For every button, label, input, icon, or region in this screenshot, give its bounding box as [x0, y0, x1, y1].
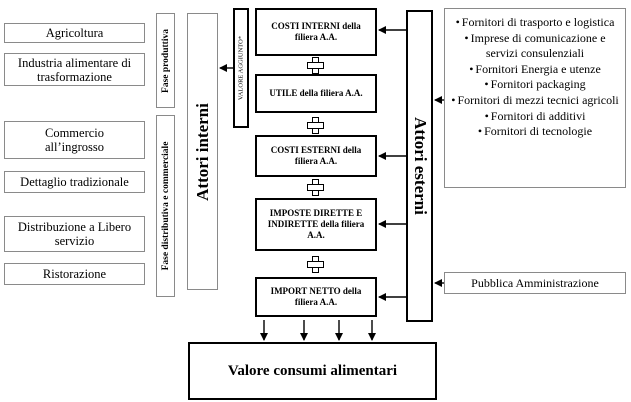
costi-interni-box: COSTI INTERNI della filiera A.A.	[255, 8, 377, 56]
distribuzione-libero-servizio-box: Distribuzione a Libero servizio	[4, 216, 145, 252]
dettaglio-tradizionale-box: Dettaglio tradizionale	[4, 171, 145, 193]
list-item: Fornitori packaging	[451, 77, 619, 93]
valore-aggiunto-box: VALORE AGGIUNTO*	[233, 8, 249, 128]
utile-label: UTILE della filiera A.A.	[269, 88, 363, 98]
list-item: Imprese di comunicazione e servizi consu…	[451, 31, 619, 62]
fase-distributiva-box: Fase distributiva e commerciale	[156, 115, 175, 297]
fornitori-box: Fornitori di trasporto e logistica Impre…	[444, 8, 626, 188]
pubblica-amministrazione-box: Pubblica Amministrazione	[444, 272, 626, 294]
ristorazione-box: Ristorazione	[4, 263, 145, 285]
plus-icon	[307, 256, 324, 273]
commercio-ingrosso-box: Commercio all’ingrosso	[4, 121, 145, 159]
list-item: Fornitori di additivi	[451, 109, 619, 125]
imposte-label: IMPOSTE DIRETTE E INDIRETTE della filier…	[267, 208, 365, 240]
list-item: Fornitori di trasporto e logistica	[451, 15, 619, 31]
fase-produttiva-box: Fase produttiva	[156, 13, 175, 108]
plus-icon	[307, 179, 324, 196]
plus-icon	[307, 57, 324, 74]
valore-consumi-box: Valore consumi alimentari	[188, 342, 437, 400]
list-item: Fornitori di tecnologie	[451, 124, 619, 140]
commercio-ingrosso-label: Commercio all’ingrosso	[44, 126, 105, 154]
import-netto-box: IMPORT NETTO della filiera A.A.	[255, 277, 377, 317]
industria-alimentare-box: Industria alimentare di trasformazione	[4, 53, 145, 86]
costi-esterni-box: COSTI ESTERNI della filiera A.A.	[255, 135, 377, 177]
distribuzione-libero-servizio-label: Distribuzione a Libero servizio	[17, 220, 132, 248]
import-netto-label: IMPORT NETTO della filiera A.A.	[270, 286, 362, 307]
costi-interni-label: COSTI INTERNI della filiera A.A.	[271, 21, 361, 42]
attori-interni-box: Attori interni	[187, 13, 218, 290]
pubblica-amministrazione-label: Pubblica Amministrazione	[471, 276, 599, 290]
industria-alimentare-label: Industria alimentare di trasformazione	[17, 55, 132, 84]
valore-consumi-label: Valore consumi alimentari	[227, 362, 398, 379]
agricoltura-box: Agricoltura	[4, 23, 145, 43]
list-item: Fornitori Energia e utenze	[451, 62, 619, 78]
imposte-box: IMPOSTE DIRETTE E INDIRETTE della filier…	[255, 198, 377, 251]
utile-box: UTILE della filiera A.A.	[255, 74, 377, 113]
list-item: Fornitori di mezzi tecnici agricoli	[451, 93, 619, 109]
ristorazione-label: Ristorazione	[42, 267, 107, 281]
costi-esterni-label: COSTI ESTERNI della filiera A.A.	[270, 145, 362, 166]
plus-icon	[307, 117, 324, 134]
fornitori-list: Fornitori di trasporto e logistica Impre…	[445, 9, 625, 146]
attori-esterni-box: Attori esterni	[406, 10, 433, 322]
dettaglio-tradizionale-label: Dettaglio tradizionale	[20, 175, 129, 189]
agricoltura-label: Agricoltura	[45, 26, 104, 40]
